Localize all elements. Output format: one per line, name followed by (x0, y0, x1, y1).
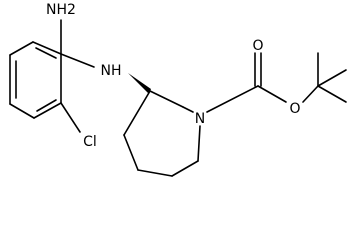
azepane-bond-1 (149, 90, 184, 108)
azepane-bond-6 (123, 134, 139, 171)
molecule-canvas: NH2 NH Cl N O O (9, 2, 347, 177)
benzene-bond-4 (33, 102, 62, 119)
bond-n-to-carbonyl (206, 85, 259, 113)
benzene-ring (9, 41, 62, 119)
atom-label-ring-n: N (195, 111, 205, 127)
bond-ring-to-nh (60, 53, 95, 68)
benzene-bond-6 (32, 41, 62, 55)
benzene-double-bond-2 (36, 99, 57, 112)
azepane-ring (123, 90, 201, 177)
benzene-double-bond-3 (35, 47, 57, 59)
azepane-bond-7 (123, 90, 151, 136)
azepane-bond-4 (171, 160, 199, 177)
tbutyl-methyl-2 (317, 69, 347, 87)
azepane-bond-5 (137, 169, 173, 177)
atom-label-ester-o: O (289, 101, 300, 117)
molecule-drawing: NH2 NH Cl N O O (9, 2, 347, 177)
bond-ester-o-to-tbutyl (302, 85, 319, 103)
tbutyl-methyl-3 (317, 85, 347, 103)
atom-label-carbonyl-o: O (252, 38, 263, 54)
benzene-bond-3 (9, 103, 35, 119)
benzene-bond-1 (9, 41, 34, 56)
bond-carbonyl-to-ester-o (257, 85, 287, 103)
azepane-bond-3 (197, 125, 201, 162)
atom-label-cl: Cl (83, 134, 97, 150)
azepane-bond-2 (182, 106, 194, 113)
wedge-bond-nh-stereocenter (128, 73, 151, 94)
bond-ring-to-cl (60, 102, 81, 133)
boc-group (206, 52, 347, 113)
atom-label-nh2: NH2 (46, 2, 76, 18)
atom-label-nh: NH (101, 63, 122, 79)
